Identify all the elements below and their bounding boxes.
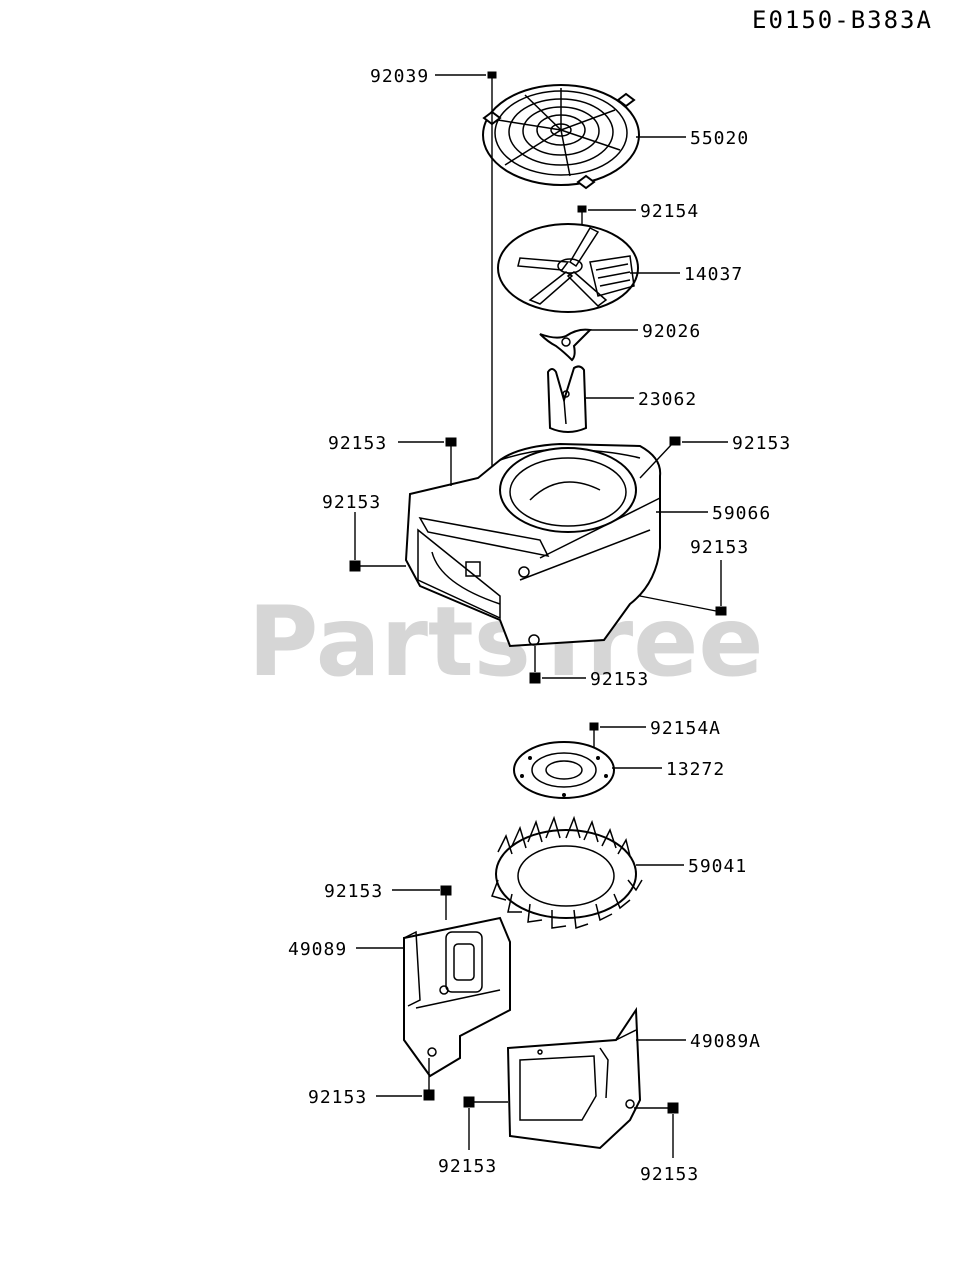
fan-plate-icon[interactable] bbox=[497, 223, 639, 313]
cooling-fan-icon[interactable] bbox=[491, 815, 643, 930]
bracket-icon[interactable] bbox=[546, 365, 588, 433]
part-label-92026[interactable]: 92026 bbox=[642, 321, 701, 342]
part-label-49089[interactable]: 49089 bbox=[288, 939, 347, 960]
bolt-92153-cover-top[interactable] bbox=[440, 885, 452, 920]
bolt-92153-top-left[interactable] bbox=[445, 437, 457, 486]
diagram-code: E0150-B383A bbox=[752, 6, 933, 34]
part-label-55020[interactable]: 55020 bbox=[690, 128, 749, 149]
part-label-92154[interactable]: 92154 bbox=[640, 201, 699, 222]
part-label-14037[interactable]: 14037 bbox=[684, 264, 743, 285]
bolt-92153-right[interactable] bbox=[639, 595, 727, 616]
part-label-92039[interactable]: 92039 bbox=[370, 66, 429, 87]
fan-guard-icon[interactable] bbox=[482, 84, 640, 190]
bolt-92153-top-right[interactable] bbox=[639, 436, 681, 479]
part-label-92153-f[interactable]: 92153 bbox=[324, 881, 383, 902]
part-label-92153-e[interactable]: 92153 bbox=[590, 669, 649, 690]
bolt-92153-cover-a-left[interactable] bbox=[463, 1096, 508, 1108]
cylinder-cover-icon[interactable] bbox=[403, 916, 511, 1078]
part-label-13272[interactable]: 13272 bbox=[666, 759, 725, 780]
bolt-92153-left[interactable] bbox=[349, 560, 406, 572]
fan-plate-13272-icon[interactable] bbox=[513, 741, 615, 799]
part-label-23062[interactable]: 23062 bbox=[638, 389, 697, 410]
part-label-92153-d[interactable]: 92153 bbox=[690, 537, 749, 558]
part-label-92153-a[interactable]: 92153 bbox=[328, 433, 387, 454]
part-label-92153-g[interactable]: 92153 bbox=[308, 1087, 367, 1108]
bolt-92153-cover-a-right[interactable] bbox=[634, 1102, 679, 1114]
part-label-92153-b[interactable]: 92153 bbox=[732, 433, 791, 454]
spider-bracket-icon[interactable] bbox=[539, 328, 593, 362]
part-label-92153-h[interactable]: 92153 bbox=[438, 1156, 497, 1177]
bolt-92153-cover-bottom[interactable] bbox=[423, 1058, 435, 1101]
part-label-49089A[interactable]: 49089A bbox=[690, 1031, 761, 1052]
part-label-92153-c[interactable]: 92153 bbox=[322, 492, 381, 513]
part-label-92153-i[interactable]: 92153 bbox=[640, 1164, 699, 1185]
part-label-59041[interactable]: 59041 bbox=[688, 856, 747, 877]
bolt-92039[interactable] bbox=[487, 71, 497, 480]
part-label-92154A[interactable]: 92154A bbox=[650, 718, 721, 739]
bolt-92153-bottom[interactable] bbox=[529, 646, 541, 684]
fan-housing-icon[interactable] bbox=[404, 442, 662, 648]
part-label-59066[interactable]: 59066 bbox=[712, 503, 771, 524]
cylinder-cover-49089A-icon[interactable] bbox=[506, 1006, 642, 1150]
